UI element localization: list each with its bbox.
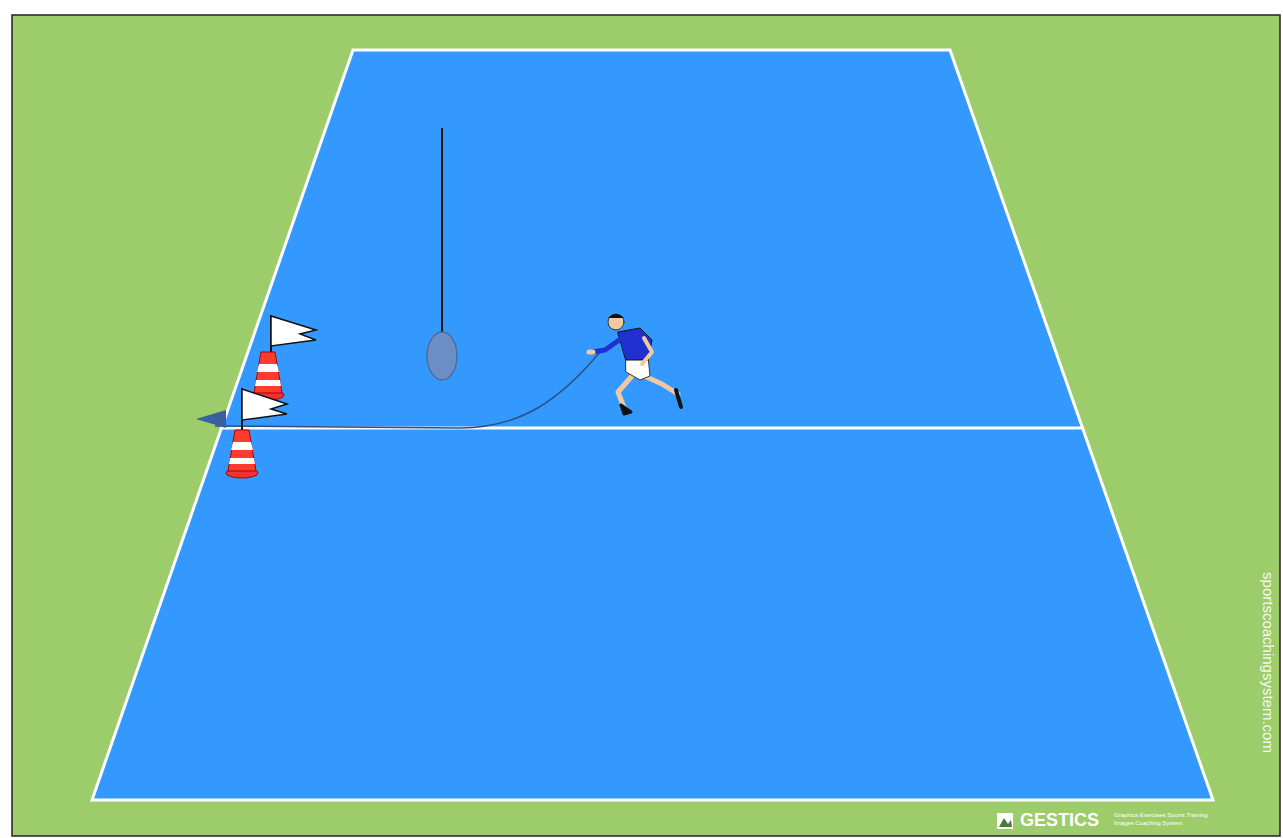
hanging-ball — [427, 332, 457, 380]
running-player — [589, 314, 681, 414]
cone-flag — [226, 388, 287, 478]
path-arrowhead — [196, 410, 226, 428]
logo-tagline: Graphics Exercises Sports Training — [1114, 812, 1208, 818]
logo-tagline: Images Coaching System — [1114, 820, 1182, 826]
volleyball-court — [92, 50, 1213, 800]
ball-string — [441, 128, 443, 332]
watermark-url: sportscoachingsystem.com — [1260, 572, 1277, 753]
run-path — [215, 352, 600, 428]
cone-flag — [252, 315, 316, 400]
logo-text: GESTICS — [1020, 810, 1099, 831]
grass-ground — [12, 15, 1280, 836]
logo-icon — [997, 813, 1013, 829]
